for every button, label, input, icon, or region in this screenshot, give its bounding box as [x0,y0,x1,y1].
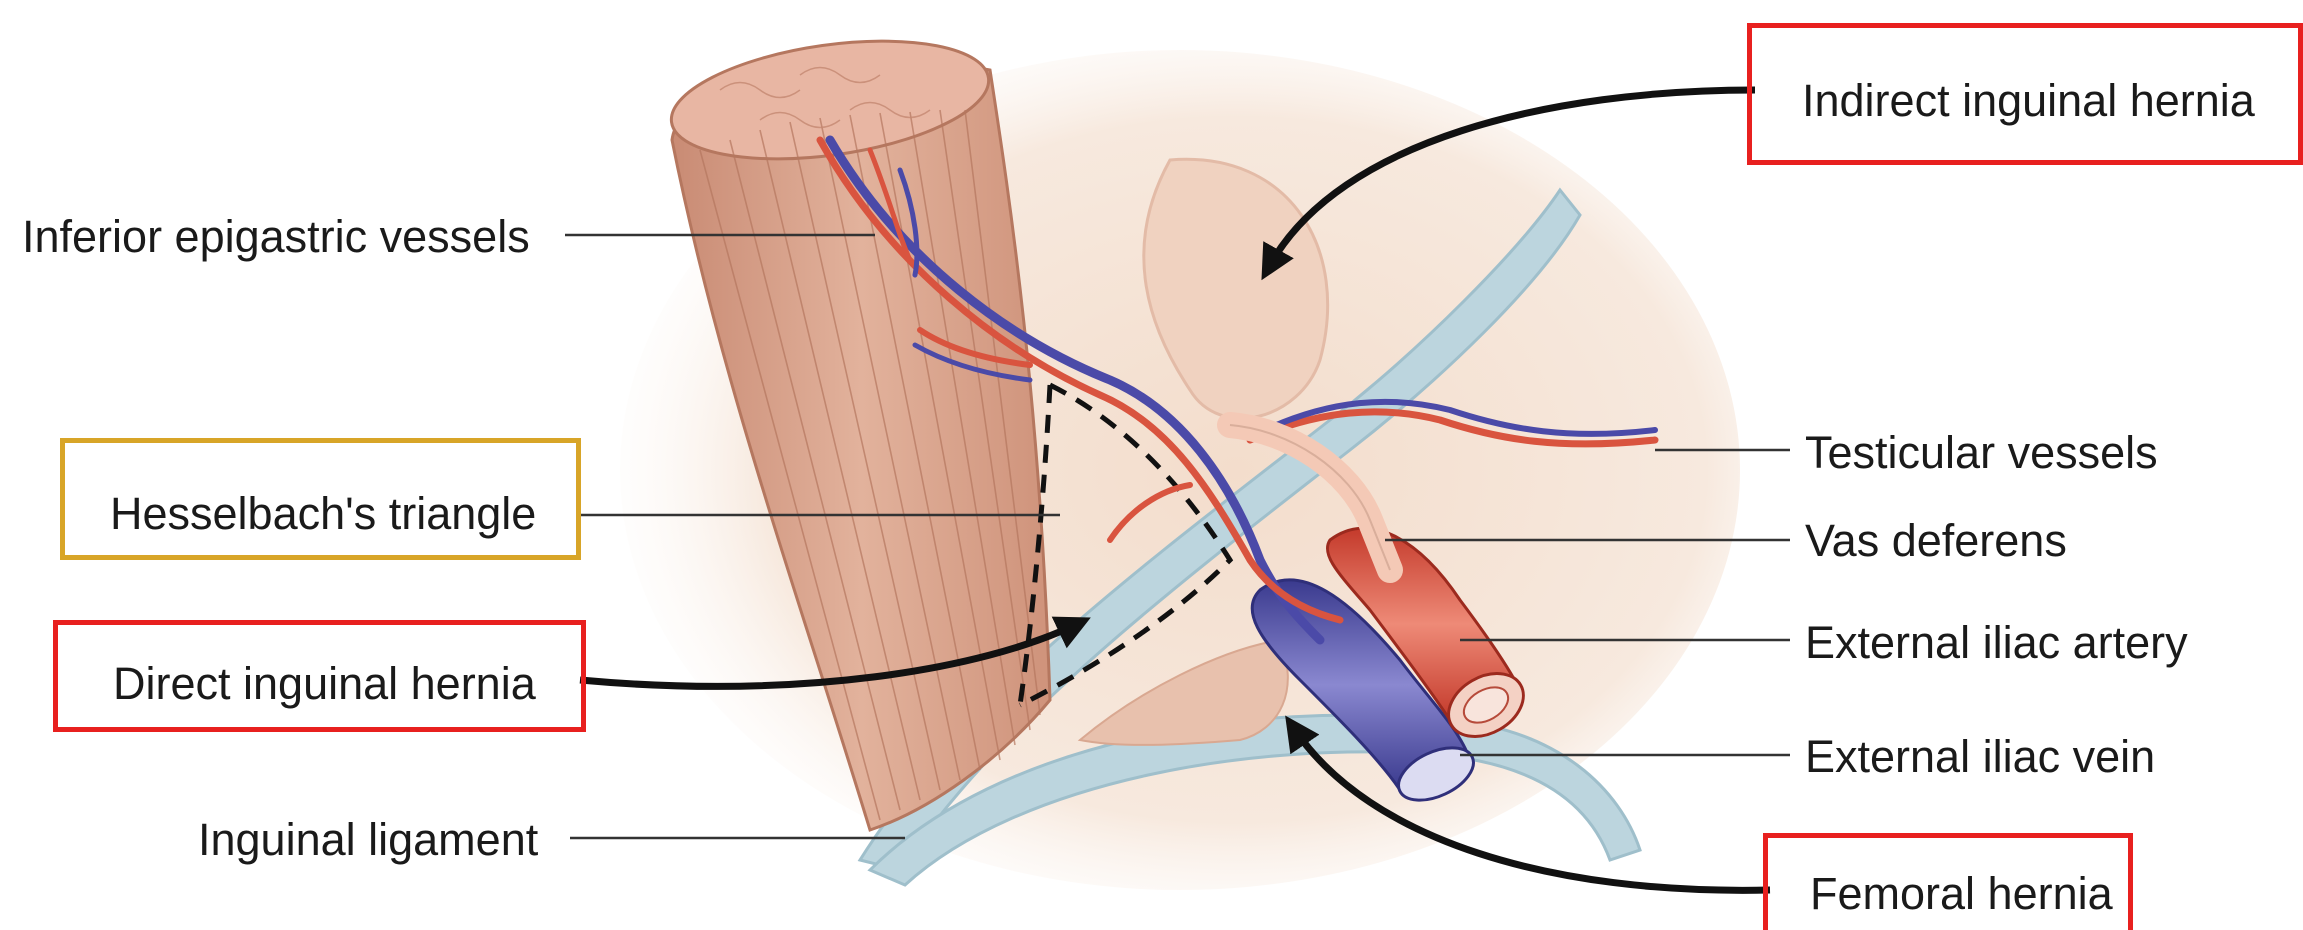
ext-iliac-artery-label: External iliac artery [1805,620,2188,665]
vas-deferens-label: Vas deferens [1805,518,2067,563]
indirect-hernia-label-box: Indirect inguinal hernia [1747,23,2303,165]
hesselbach-label: Hesselbach's triangle [110,488,536,539]
femoral-hernia-label-box: Femoral hernia [1763,833,2133,930]
testicular-vessels-label: Testicular vessels [1805,430,2158,475]
femoral-hernia-label: Femoral hernia [1810,868,2113,919]
direct-hernia-label: Direct inguinal hernia [113,658,536,709]
ext-iliac-vein-label: External iliac vein [1805,734,2155,779]
hesselbach-label-box: Hesselbach's triangle [60,438,581,560]
indirect-hernia-label: Indirect inguinal hernia [1802,75,2255,126]
direct-hernia-label-box: Direct inguinal hernia [53,620,586,732]
inferior-epigastric-label: Inferior epigastric vessels [22,214,530,259]
inguinal-ligament-label: Inguinal ligament [198,817,538,862]
